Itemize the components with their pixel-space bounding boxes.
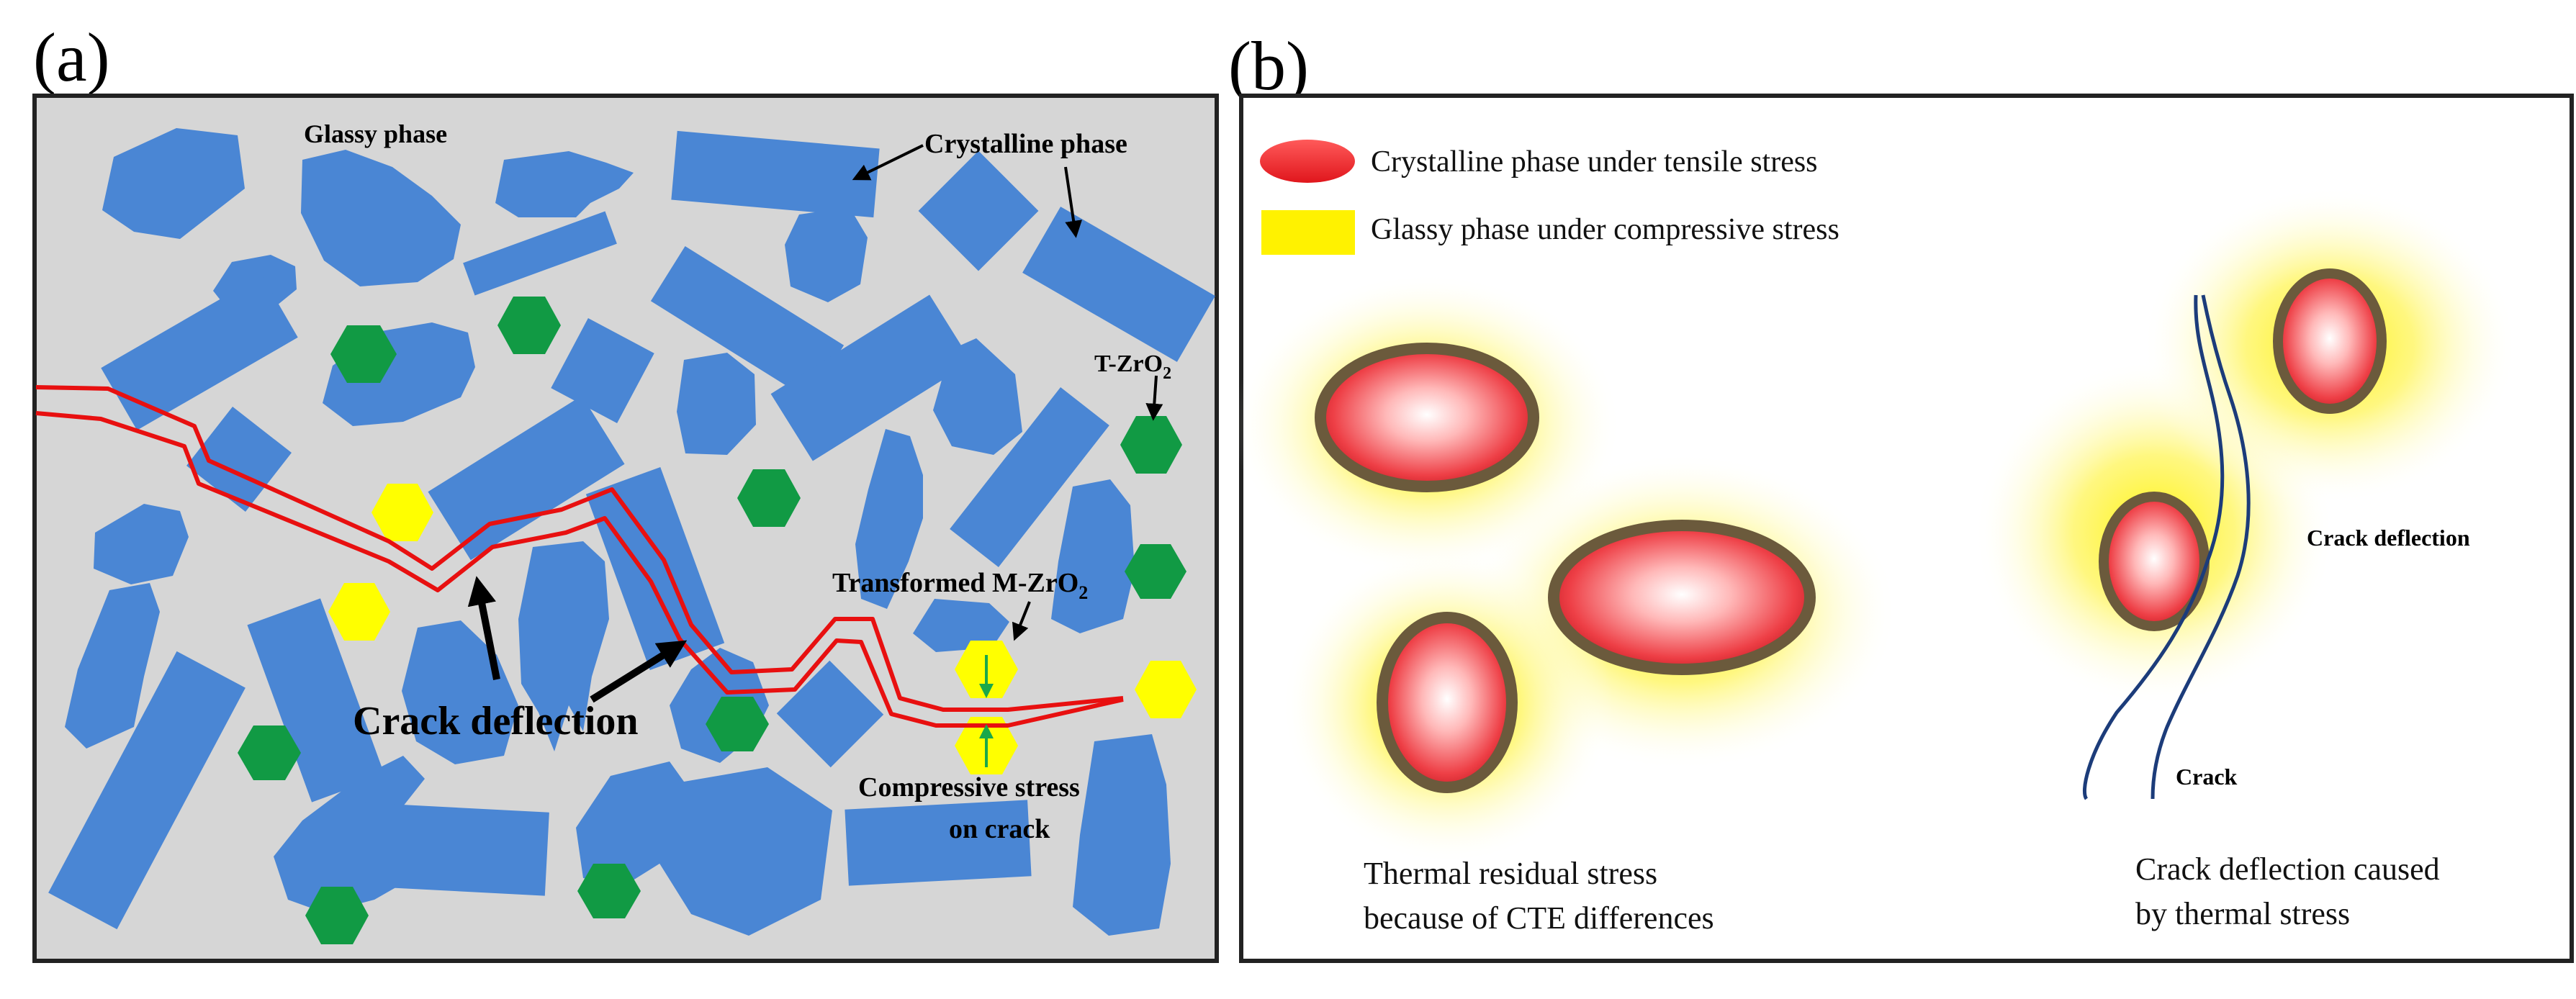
- crack-deflection-arrow-2: [590, 640, 688, 703]
- t-zro2-hexagon: [238, 725, 301, 780]
- grain: [102, 128, 245, 239]
- grain: [495, 151, 634, 217]
- legend-yellow-label: Glassy phase under compressive stress: [1371, 213, 1839, 246]
- grain: [361, 803, 549, 896]
- t-zro2-particles: [238, 297, 1186, 944]
- grain: [950, 387, 1109, 567]
- crack-deflection-label: Crack deflection: [353, 699, 639, 743]
- crack-label-b: Crack: [2176, 764, 2238, 790]
- caption-left-line2: because of CTE differences: [1364, 900, 1714, 936]
- crack-line-upper: [35, 385, 1124, 712]
- m-zro2-hexagon: [371, 484, 433, 541]
- t-zro2-hexagon: [737, 469, 801, 527]
- t-zro2-hexagon: [330, 325, 397, 383]
- grain: [1022, 207, 1215, 362]
- grain: [655, 767, 832, 936]
- grain: [776, 660, 884, 768]
- grain: [463, 211, 617, 296]
- grain: [770, 294, 972, 461]
- crystal-ellipse: [1315, 343, 1539, 492]
- crack-deflection-label-b: Crack deflection: [2307, 525, 2470, 551]
- tensile-crystals: [1315, 268, 2387, 793]
- t-zro2-subscript: 2: [1163, 364, 1171, 383]
- crack-deflection-arrows: [467, 576, 688, 703]
- legend-yellow-swatch: [1261, 210, 1355, 255]
- grain: [1073, 734, 1171, 936]
- transformed-subscript: 2: [1078, 582, 1088, 603]
- panel-a-label: (a): [33, 19, 110, 96]
- compressive-stress-line1: Compressive stress: [858, 772, 1080, 803]
- grain: [301, 150, 461, 286]
- transformed-text: Transformed M-ZrO: [832, 568, 1078, 598]
- crystalline-pointer-arrow-2: [1064, 166, 1083, 238]
- panel-b-label: (b): [1228, 27, 1309, 104]
- mzro2-pointer-arrow: [1012, 601, 1031, 641]
- glassy-phase-label: Glassy phase: [304, 119, 447, 148]
- grain: [677, 353, 756, 455]
- crystalline-grains: [48, 128, 1215, 936]
- grain: [1051, 479, 1135, 633]
- crystal-ellipse: [1548, 520, 1816, 675]
- caption-right-line1: Crack deflection caused: [2135, 851, 2440, 887]
- grain: [428, 395, 625, 561]
- grain: [518, 541, 609, 751]
- grain: [551, 318, 654, 423]
- t-zro2-hexagon: [1125, 544, 1186, 599]
- caption-right-line2: by thermal stress: [2135, 896, 2350, 931]
- grain: [48, 651, 246, 930]
- crystalline-pointer-arrow-1: [852, 144, 924, 181]
- crystal-ellipse: [1377, 612, 1518, 793]
- grain: [94, 504, 189, 584]
- t-zro2-text: T-ZrO: [1094, 351, 1163, 377]
- thermal-crack-left-edge: [2083, 294, 2225, 800]
- crack-line-lower: [35, 411, 1124, 728]
- t-zro2-label: T-ZrO2: [1094, 351, 1171, 383]
- crystal-ellipse: [2099, 492, 2210, 631]
- m-zro2-hexagon: [328, 583, 390, 641]
- m-zro2-hexagon: [1135, 661, 1197, 718]
- grain: [933, 338, 1022, 455]
- caption-left-line1: Thermal residual stress: [1364, 856, 1657, 891]
- legend-red-swatch: [1260, 140, 1355, 183]
- t-zro2-hexagon: [305, 887, 369, 944]
- grain: [845, 800, 1032, 886]
- grain: [101, 275, 298, 430]
- grain: [785, 207, 868, 302]
- legend-red-label: Crystalline phase under tensile stress: [1371, 145, 1818, 178]
- grain: [65, 583, 160, 749]
- t-zro2-hexagon: [1120, 416, 1182, 474]
- panel-b: Crystalline phase under tensile stress G…: [1233, 94, 2574, 963]
- grain: [671, 130, 880, 218]
- t-zro2-hexagon: [577, 864, 641, 918]
- thermal-crack-right-edge: [2151, 294, 2251, 800]
- grain: [913, 599, 1009, 652]
- t-zro2-hexagon: [706, 697, 769, 751]
- crack-deflection-arrow-1: [467, 576, 500, 680]
- transformed-m-zro2-label: Transformed M-ZrO2: [832, 568, 1088, 603]
- grain: [650, 245, 845, 401]
- panel-a: Glassy phase Crystalline phase T-ZrO2 Tr…: [32, 94, 1219, 963]
- crystal-ellipse: [2273, 268, 2387, 414]
- thermal-crack: [2083, 294, 2251, 800]
- crack-path: [35, 385, 1124, 728]
- crystalline-phase-label: Crystalline phase: [924, 129, 1127, 159]
- grain: [855, 429, 923, 609]
- pointer-arrows: [852, 144, 1163, 641]
- tzro2-pointer-arrow: [1145, 375, 1163, 421]
- compressive-stress-line2: on crack: [949, 814, 1050, 844]
- grain: [247, 598, 385, 803]
- t-zro2-hexagon: [497, 297, 561, 354]
